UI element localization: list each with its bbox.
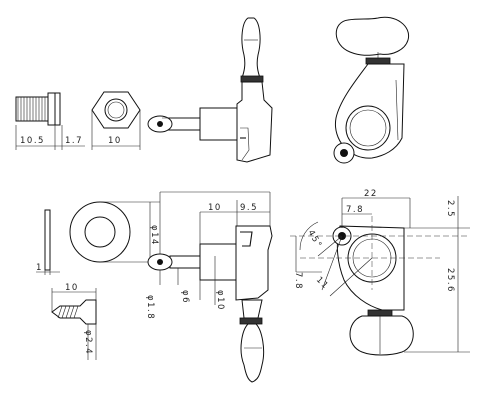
dim-bushing-flange: 1.7: [65, 136, 83, 146]
dim-post-tip-dia: φ1.8: [145, 295, 155, 320]
dim-screw-length: 10: [65, 283, 79, 293]
dim-bushing-length: 10.5: [20, 136, 45, 146]
washer-side: [36, 209, 60, 275]
tuner-side-view-top: [147, 17, 273, 163]
tuner-side-view-bottom: [147, 191, 273, 383]
tuner-back-view-top: [333, 16, 410, 164]
hex-nut: [91, 91, 141, 150]
dim-washer-dia: φ14: [149, 225, 159, 246]
dim-overall-height: 25.6: [445, 268, 455, 293]
dim-angle: 45°: [305, 229, 323, 251]
dim-diagonal: 11: [314, 275, 331, 292]
dim-top-offset: 2.5: [445, 200, 455, 218]
tuner-back-view-bottom: [290, 196, 470, 356]
dim-nut-width: 10: [108, 136, 122, 146]
dim-overall-width: 22: [364, 189, 378, 199]
dim-post-to-edge: 9.5: [240, 203, 258, 213]
wood-screw: [51, 288, 97, 360]
dim-hole-vertical: 7.8: [293, 272, 303, 290]
dim-bushing-dia: φ10: [215, 290, 225, 311]
dim-screw-dia: φ2.4: [83, 330, 93, 355]
dim-washer-thickness: 1: [36, 263, 43, 273]
dim-post-dia: φ6: [180, 290, 190, 304]
dim-hole-offset: 7.8: [346, 205, 364, 215]
washer-face: [69, 201, 160, 263]
dim-shaft-to-post: 10: [208, 203, 222, 213]
bushing-side-view: [15, 92, 85, 150]
